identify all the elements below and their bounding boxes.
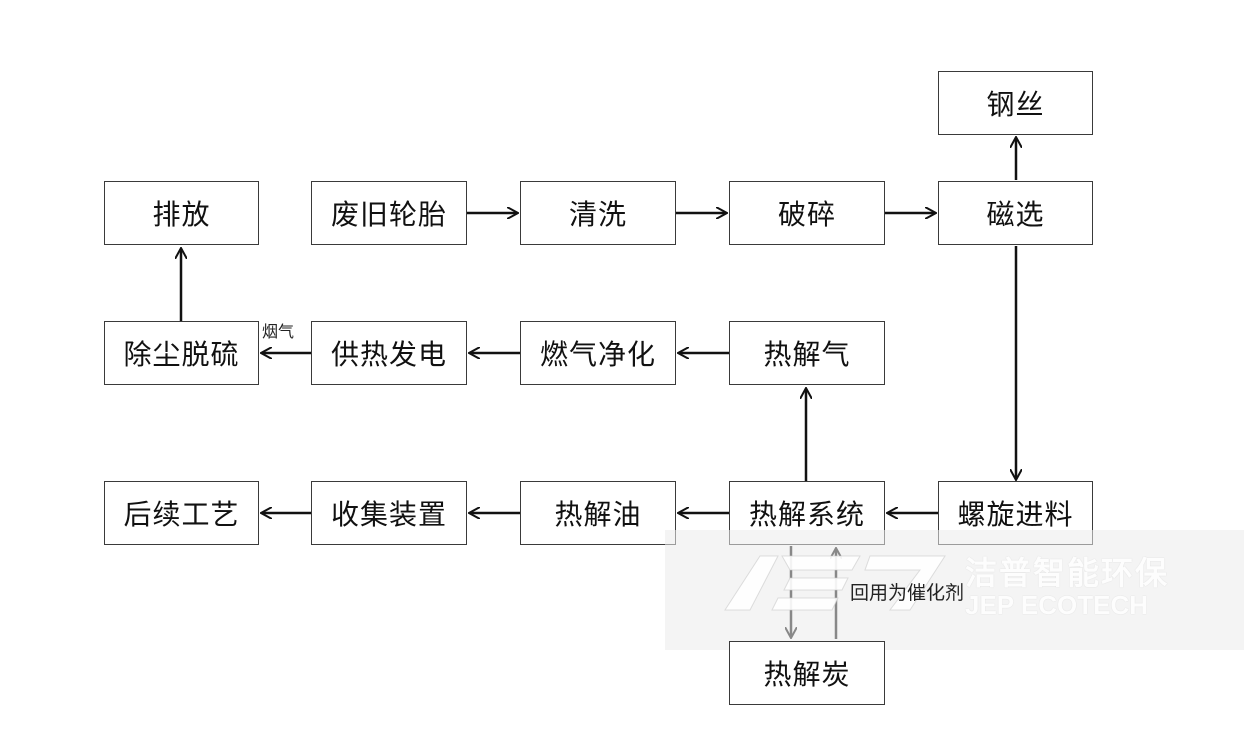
node-label: 螺旋进料 <box>957 498 1074 531</box>
node-discharge: 排放 <box>104 181 259 245</box>
node-label: 除尘脱硫 <box>123 338 240 371</box>
node-washing: 清洗 <box>520 181 676 245</box>
node-label: 热解气 <box>763 338 851 371</box>
node-label: 供热发电 <box>330 338 447 371</box>
node-steel-wire: 钢丝 <box>938 71 1093 135</box>
node-label: 燃气净化 <box>539 338 656 371</box>
node-magnetic-separation: 磁选 <box>938 181 1093 245</box>
node-waste-tire: 废旧轮胎 <box>311 181 467 245</box>
node-label: 磁选 <box>986 198 1045 231</box>
node-dust-desulfurization: 除尘脱硫 <box>104 321 259 385</box>
node-pyrolysis-carbon: 热解炭 <box>729 641 885 705</box>
node-label: 钢丝 <box>986 88 1045 121</box>
node-label: 废旧轮胎 <box>330 198 447 231</box>
node-pyrolysis-gas: 热解气 <box>729 321 885 385</box>
node-label: 后续工艺 <box>123 498 240 531</box>
node-heat-power: 供热发电 <box>311 321 467 385</box>
watermark-text-cn: 洁普智能环保 <box>965 554 1170 592</box>
node-gas-purification: 燃气净化 <box>520 321 676 385</box>
node-label: 清洗 <box>568 198 627 231</box>
node-label: 收集装置 <box>330 498 447 531</box>
node-crushing: 破碎 <box>729 181 885 245</box>
node-label: 热解油 <box>554 498 642 531</box>
node-label: 热解炭 <box>763 658 851 691</box>
node-collection-device: 收集装置 <box>311 481 467 545</box>
node-follow-up-process: 后续工艺 <box>104 481 259 545</box>
watermark-text-en: JEP ECOTECH <box>965 590 1149 620</box>
edge-label-flue-gas: 烟气 <box>262 322 295 341</box>
node-pyrolysis-oil: 热解油 <box>520 481 676 545</box>
watermark-logo-icon <box>724 555 946 611</box>
node-label: 排放 <box>152 198 211 231</box>
node-label: 热解系统 <box>748 498 865 531</box>
node-label: 破碎 <box>777 198 836 231</box>
watermark-band <box>665 530 1244 650</box>
edge-label-reuse-catalyst: 回用为催化剂 <box>850 582 965 604</box>
